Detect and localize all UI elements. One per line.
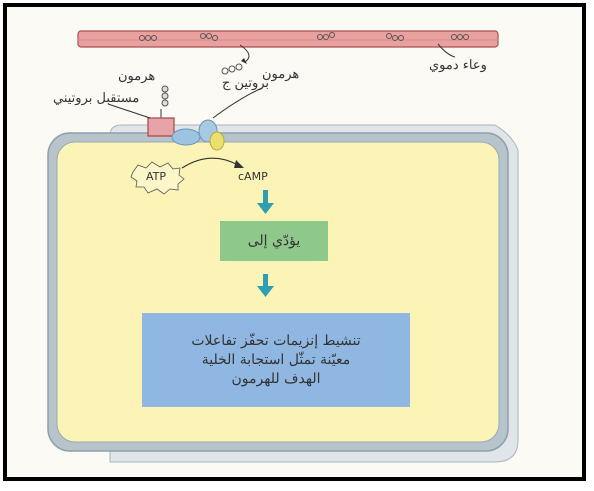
receptor-label: مستقبل بروتيني — [53, 91, 140, 106]
response-line-3: الهدف للهرمون — [231, 370, 321, 387]
g-protein-label: بروتين ج — [222, 76, 270, 91]
atp-burst — [130, 161, 185, 195]
blood-vessel — [77, 30, 499, 48]
free-hormone — [221, 63, 243, 75]
response-line-1: تنشيط إنزيمات تحفّز تفاعلات — [191, 332, 361, 349]
response-line-2: معيّنة تمثّل استجابة الخلية — [201, 351, 351, 368]
camp-label: cAMP — [238, 170, 268, 183]
down-arrow-1 — [257, 190, 274, 214]
hormone-label-top: هرمون — [118, 69, 156, 84]
leads-to-box: يؤدّي إلى — [220, 221, 328, 261]
vessel-hormones — [139, 32, 469, 41]
down-arrow-2 — [257, 274, 274, 297]
bound-hormone — [161, 85, 169, 107]
atp-camp-arrow — [181, 157, 239, 169]
release-arrow — [239, 44, 250, 63]
vessel-pointer — [437, 43, 456, 58]
target-cell — [47, 124, 519, 463]
leads-to-text: يؤدّي إلى — [247, 233, 301, 249]
protein-receptor — [147, 109, 175, 137]
blood-vessel-label: وعاء دموي — [429, 58, 487, 73]
hormone-label-mid: هرمون — [262, 67, 300, 82]
gprotein-pointer — [212, 87, 263, 119]
atp-label: ATP — [146, 170, 167, 183]
response-box: تنشيط إنزيمات تحفّز تفاعلات معيّنة تمثّل… — [142, 313, 410, 407]
g-protein — [171, 119, 225, 151]
receptor-pointer — [107, 103, 151, 119]
